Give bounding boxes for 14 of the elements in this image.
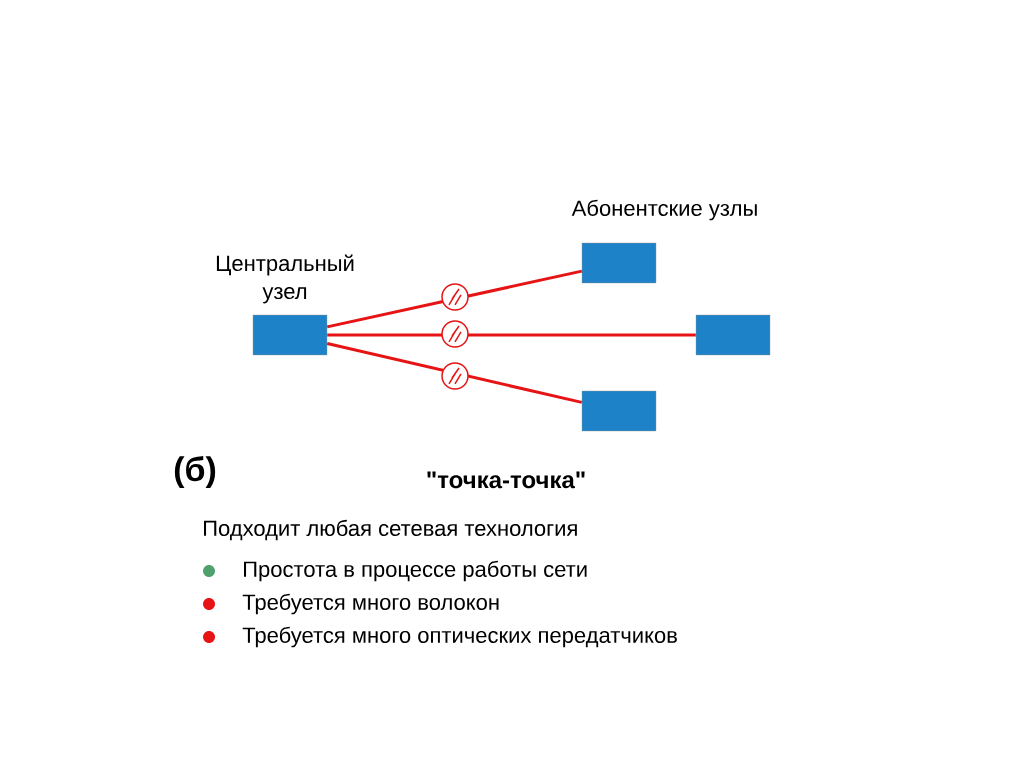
bullet-text: Требуется много волокон [242, 593, 499, 615]
connector-line [326, 269, 583, 329]
node-heading: Центральный узел [216, 254, 354, 304]
connector-line [326, 342, 583, 404]
bullet-text: Требуется много оптических передатчиков [242, 626, 677, 648]
node-box [581, 390, 657, 432]
connector-line [327, 333, 696, 337]
subscriber-label: Абонентские узлы [571, 199, 757, 221]
scheme-title: "точка-точка" [427, 471, 585, 489]
note-text: Подходит любая сетевая технология [204, 519, 577, 541]
node-box [695, 314, 771, 356]
panel-letter: (б) [174, 456, 216, 488]
node-box [581, 242, 657, 284]
bullet-text: Простота в процессе работы сети [244, 560, 587, 582]
